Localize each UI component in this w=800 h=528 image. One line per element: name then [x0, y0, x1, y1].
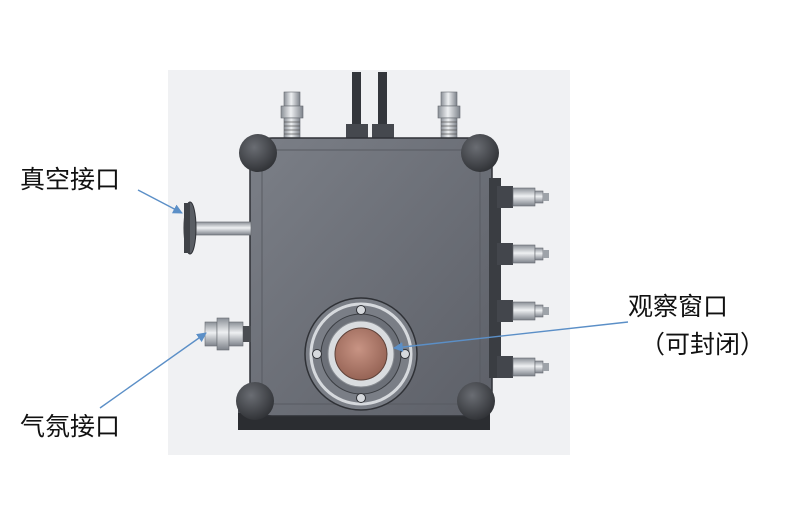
corner-bolt: [457, 382, 495, 420]
vacuum-port: [183, 201, 252, 255]
corner-bolt: [239, 134, 277, 172]
observation-window-note: （可封闭）: [640, 330, 766, 359]
gas-port: [204, 317, 251, 351]
corner-bolt: [236, 382, 274, 420]
corner-bolt: [461, 134, 499, 172]
pointer-observation-window: [393, 321, 629, 352]
vacuum-port-label: 真空接口: [20, 165, 121, 194]
right-connectors: [489, 178, 549, 378]
observation-window: [304, 297, 418, 411]
pointer-vacuum-port: [137, 189, 183, 214]
pointer-gas-port: [99, 332, 207, 409]
observation-window-label: 观察窗口: [628, 292, 729, 321]
top-fitting-left: [280, 91, 304, 139]
gas-port-label: 气氛接口: [20, 412, 121, 441]
top-fitting-right: [437, 91, 461, 139]
